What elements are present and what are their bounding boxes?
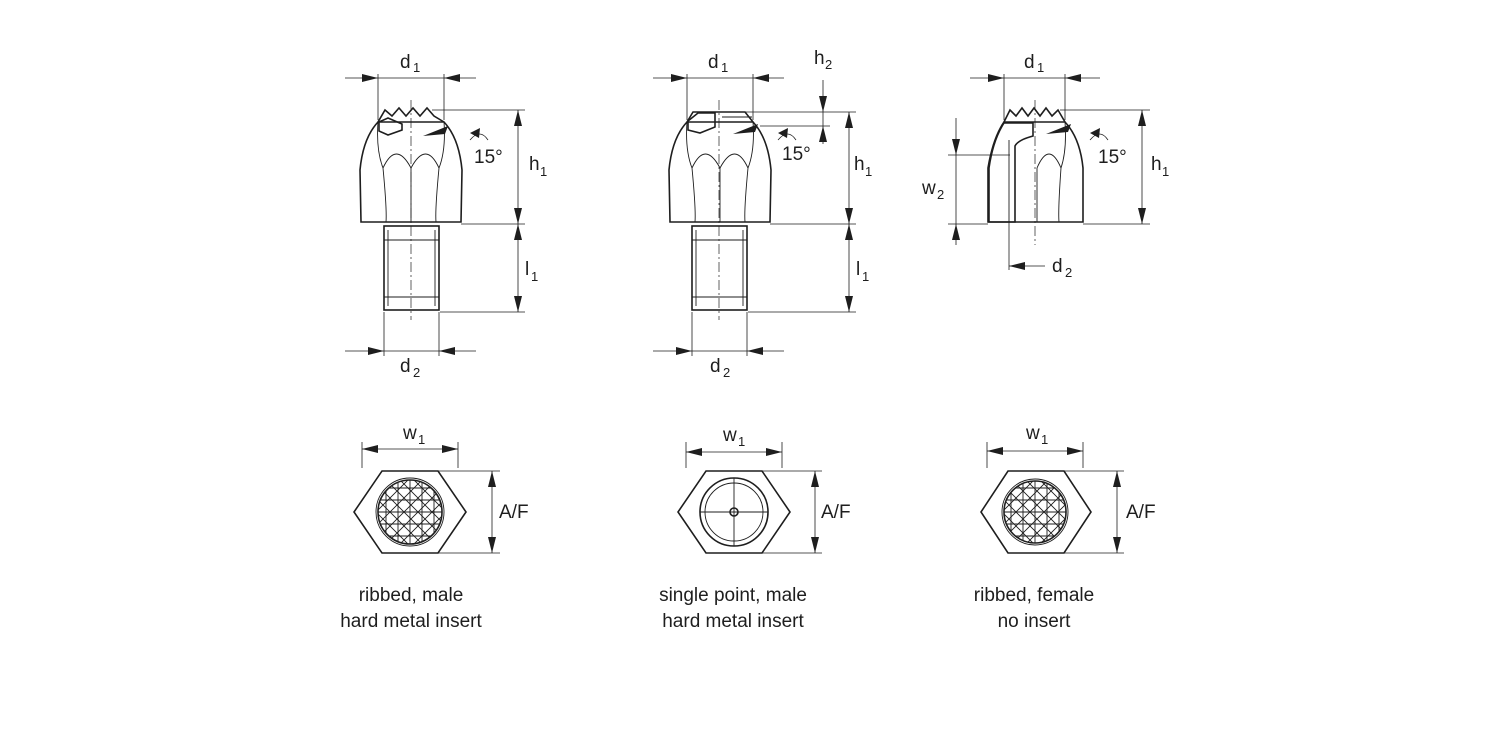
- d2-label: d: [1052, 256, 1063, 277]
- w1-label: w: [402, 423, 417, 444]
- caption-ribbed-female: ribbed, female no insert: [914, 583, 1154, 635]
- d1-sub: 1: [1037, 60, 1044, 75]
- d1-label: d: [400, 52, 411, 73]
- caption-line-2: no insert: [997, 611, 1071, 632]
- d2-sub: 2: [1065, 265, 1072, 280]
- af-label: A/F: [499, 502, 529, 523]
- d1-sub: 1: [413, 60, 420, 75]
- d2-label: d: [710, 356, 721, 377]
- top-view-single-point-male: w 1 A/F: [677, 425, 851, 554]
- w1-sub: 1: [1041, 432, 1048, 447]
- d1-label: d: [708, 52, 719, 73]
- caption-single-point-male: single point, male hard metal insert: [613, 583, 853, 635]
- h1-sub: 1: [1162, 164, 1169, 179]
- d1-sub: 1: [721, 60, 728, 75]
- w1-sub: 1: [418, 432, 425, 447]
- top-view-ribbed-male: w 1 A/F: [353, 423, 529, 554]
- h2-sub: 2: [825, 57, 832, 72]
- side-view-single-point-male: 15° d 1 h 2 h 1 l 1 d 2: [653, 48, 872, 380]
- caption-line-2: hard metal insert: [340, 611, 482, 632]
- h1-sub: 1: [865, 164, 872, 179]
- side-view-ribbed-female: 15° d 1 h 1 w 2 d 2: [921, 52, 1169, 280]
- caption-line-1: ribbed, male: [358, 585, 464, 606]
- angle-label: 15°: [782, 144, 811, 165]
- h1-sub: 1: [540, 164, 547, 179]
- l1-sub: 1: [531, 269, 538, 284]
- angle-label: 15°: [474, 147, 503, 168]
- w2-label: w: [921, 178, 936, 199]
- d2-sub: 2: [723, 365, 730, 380]
- angle-label: 15°: [1098, 147, 1127, 168]
- l1-sub: 1: [862, 269, 869, 284]
- h2-label: h: [814, 48, 825, 69]
- d2-sub: 2: [413, 365, 420, 380]
- side-view-ribbed-male: 15° d 1 h 1 l 1 d 2: [345, 52, 547, 380]
- h1-label: h: [529, 154, 540, 175]
- w1-label: w: [722, 425, 737, 446]
- caption-line-1: ribbed, female: [973, 585, 1095, 606]
- af-label: A/F: [821, 502, 851, 523]
- d2-label: d: [400, 356, 411, 377]
- drawing-sheet: [250, 0, 1250, 750]
- top-view-ribbed-female: w 1 A/F: [980, 423, 1156, 554]
- d1-label: d: [1024, 52, 1035, 73]
- h1-label: h: [854, 154, 865, 175]
- w2-sub: 2: [937, 187, 944, 202]
- caption-line-1: single point, male: [659, 585, 807, 606]
- caption-line-2: hard metal insert: [662, 611, 804, 632]
- w1-label: w: [1025, 423, 1040, 444]
- l1-label: l: [525, 259, 529, 280]
- af-label: A/F: [1126, 502, 1156, 523]
- w1-sub: 1: [738, 434, 745, 449]
- l1-label: l: [856, 259, 860, 280]
- caption-ribbed-male: ribbed, male hard metal insert: [291, 583, 531, 635]
- h1-label: h: [1151, 154, 1162, 175]
